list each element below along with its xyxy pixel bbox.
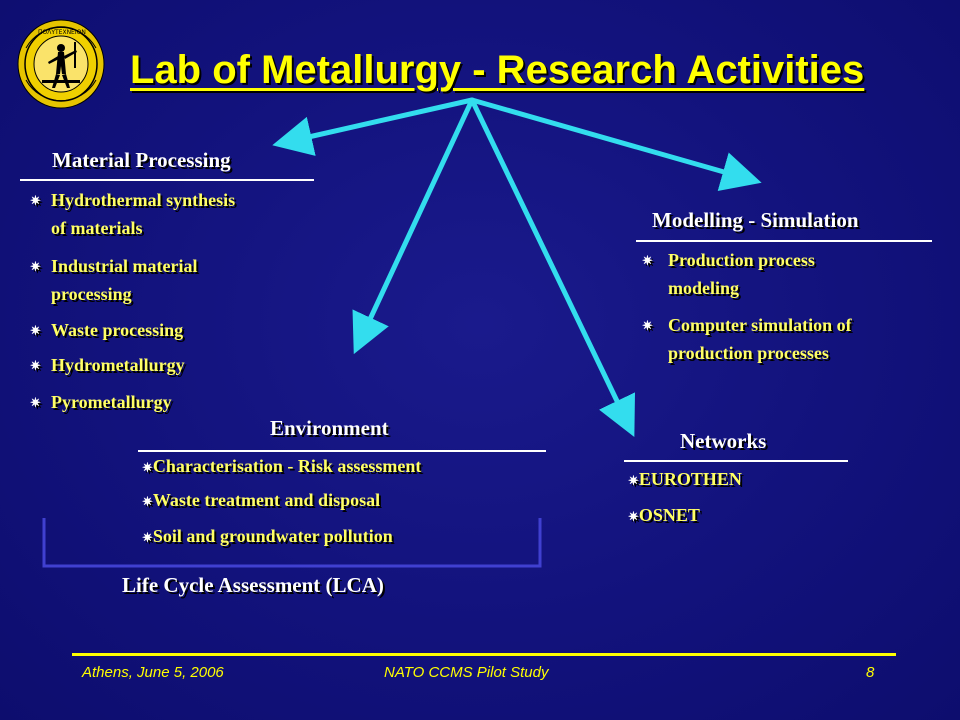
item-line: modeling	[668, 278, 740, 298]
star-bullet-icon: ✷	[142, 494, 153, 509]
star-bullet-icon: ✷	[642, 318, 653, 333]
footer-event: NATO CCMS Pilot Study	[384, 664, 549, 681]
list-item: ✷OSNET	[628, 503, 700, 529]
item-line: Production process	[668, 250, 815, 270]
item-line: Hydrometallurgy	[51, 355, 185, 375]
star-bullet-icon: ✷	[30, 395, 41, 410]
list-item: ✷Characterisation - Risk assessment	[142, 454, 542, 480]
item-line: Industrial material	[51, 256, 198, 276]
modelling-rule	[636, 240, 932, 242]
material-processing-heading: Material Processing	[52, 148, 231, 172]
lca-bracket	[42, 518, 542, 568]
star-bullet-icon: ✷	[642, 253, 653, 268]
item-line: EUROTHEN	[638, 469, 742, 489]
star-bullet-icon: ✷	[30, 323, 41, 338]
item-line: Soil and groundwater pollution	[152, 526, 393, 546]
environment-rule	[138, 450, 546, 452]
list-item: ✷Soil and groundwater pollution	[142, 524, 542, 550]
item-line: Pyrometallurgy	[51, 392, 172, 412]
item-line: processing	[51, 284, 132, 304]
item-line: production processes	[668, 343, 829, 363]
networks-heading: Networks	[680, 429, 767, 453]
environment-heading: Environment	[270, 416, 389, 440]
networks-rule	[624, 460, 848, 462]
star-bullet-icon: ✷	[142, 530, 153, 545]
star-bullet-icon: ✷	[30, 358, 41, 373]
item-line: Computer simulation of	[668, 315, 852, 335]
list-item: ✷Waste treatment and disposal	[142, 488, 542, 514]
lca-label: Life Cycle Assessment (LCA)	[122, 573, 384, 597]
arrow-to-environment	[352, 97, 475, 355]
item-line: Characterisation - Risk assessment	[152, 456, 422, 476]
footer-rule	[72, 653, 896, 656]
star-bullet-icon: ✷	[628, 473, 639, 488]
arrow-to-material-processing	[272, 97, 475, 156]
item-line: OSNET	[638, 505, 700, 525]
list-item: ✷EUROTHEN	[628, 467, 742, 493]
material-processing-rule	[20, 179, 314, 181]
arrow-to-networks	[469, 97, 635, 438]
item-line: Waste treatment and disposal	[152, 490, 381, 510]
item-line: Waste processing	[51, 320, 184, 340]
svg-text:ΠΟΛΥΤΕΧΝΕΙΟΝ: ΠΟΛΥΤΕΧΝΕΙΟΝ	[38, 29, 86, 36]
modelling-heading: Modelling - Simulation	[652, 208, 859, 232]
footer-page-number: 8	[866, 664, 875, 681]
item-line: of materials	[51, 218, 143, 238]
footer-date: Athens, June 5, 2006	[82, 664, 224, 681]
slide-title: Lab of Metallurgy - Research Activities	[130, 48, 865, 92]
star-bullet-icon: ✷	[142, 460, 153, 475]
university-seal-icon: ΠΟΛΥΤΕΧΝΕΙΟΝ	[17, 19, 105, 109]
star-bullet-icon: ✷	[30, 259, 41, 274]
star-bullet-icon: ✷	[628, 509, 639, 524]
item-line: Hydrothermal synthesis	[51, 190, 236, 210]
star-bullet-icon: ✷	[30, 193, 41, 208]
arrow-to-modelling	[469, 97, 762, 191]
